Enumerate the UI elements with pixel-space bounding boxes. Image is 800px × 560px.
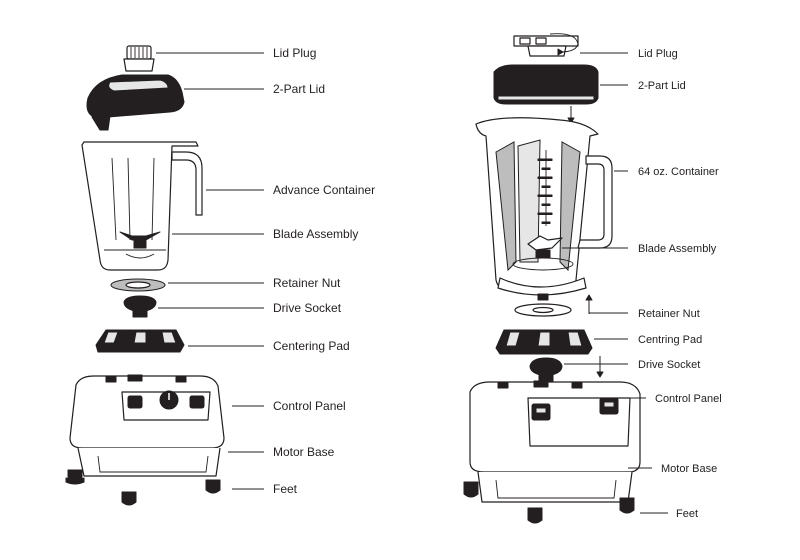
left-drive-socket — [123, 295, 157, 318]
right-drive-socket — [529, 357, 563, 382]
label-64oz-container: 64 oz. Container — [638, 166, 719, 178]
left-lid-plug — [123, 45, 155, 72]
label-lid-plug: Lid Plug — [273, 46, 316, 60]
label-advance-container: Advance Container — [273, 183, 375, 197]
label-blade-assembly: Blade Assembly — [638, 243, 717, 255]
label-drive-socket: Drive Socket — [273, 301, 342, 315]
label-motor-base: Motor Base — [661, 463, 717, 475]
label-feet: Feet — [273, 482, 298, 496]
right-feet — [463, 481, 635, 524]
label-retainer-nut: Retainer Nut — [638, 308, 700, 320]
label-retainer-nut: Retainer Nut — [273, 276, 341, 290]
right-centring-pad — [495, 329, 593, 355]
right-labels: Lid Plug 2-Part Lid 64 oz. Container Bla… — [638, 48, 722, 520]
right-64oz-container — [475, 117, 613, 301]
left-centering-pad — [95, 329, 185, 353]
right-lid-plug — [513, 33, 579, 57]
label-2-part-lid: 2-Part Lid — [273, 82, 325, 96]
left-feet — [65, 469, 221, 506]
left-motor-base — [69, 374, 225, 477]
left-retainer-nut — [110, 278, 166, 292]
right-arrow-pad — [596, 356, 604, 378]
left-labels: Lid Plug 2-Part Lid Advance Container Bl… — [273, 46, 375, 496]
label-motor-base: Motor Base — [273, 445, 335, 459]
left-advance-container — [81, 141, 203, 271]
label-control-panel: Control Panel — [655, 393, 722, 405]
label-centering-pad: Centering Pad — [273, 339, 350, 353]
left-2-part-lid — [86, 74, 185, 131]
right-2-part-lid — [493, 64, 599, 105]
right-motor-base — [469, 380, 641, 503]
left-blender: Lid Plug 2-Part Lid Advance Container Bl… — [65, 45, 375, 506]
right-arrow-lid — [567, 106, 575, 124]
label-centring-pad: Centring Pad — [638, 334, 702, 346]
right-arrow-retainer — [585, 294, 593, 314]
label-blade-assembly: Blade Assembly — [273, 227, 358, 241]
label-lid-plug: Lid Plug — [638, 48, 678, 60]
label-drive-socket: Drive Socket — [638, 359, 700, 371]
right-retainer-nut — [514, 303, 572, 317]
label-2-part-lid: 2-Part Lid — [638, 80, 686, 92]
right-leader-lines — [562, 52, 668, 514]
left-leader-lines — [156, 52, 264, 490]
label-feet: Feet — [676, 508, 698, 520]
right-blender: Lid Plug 2-Part Lid 64 oz. Container Bla… — [463, 33, 722, 524]
label-control-panel: Control Panel — [273, 399, 346, 413]
